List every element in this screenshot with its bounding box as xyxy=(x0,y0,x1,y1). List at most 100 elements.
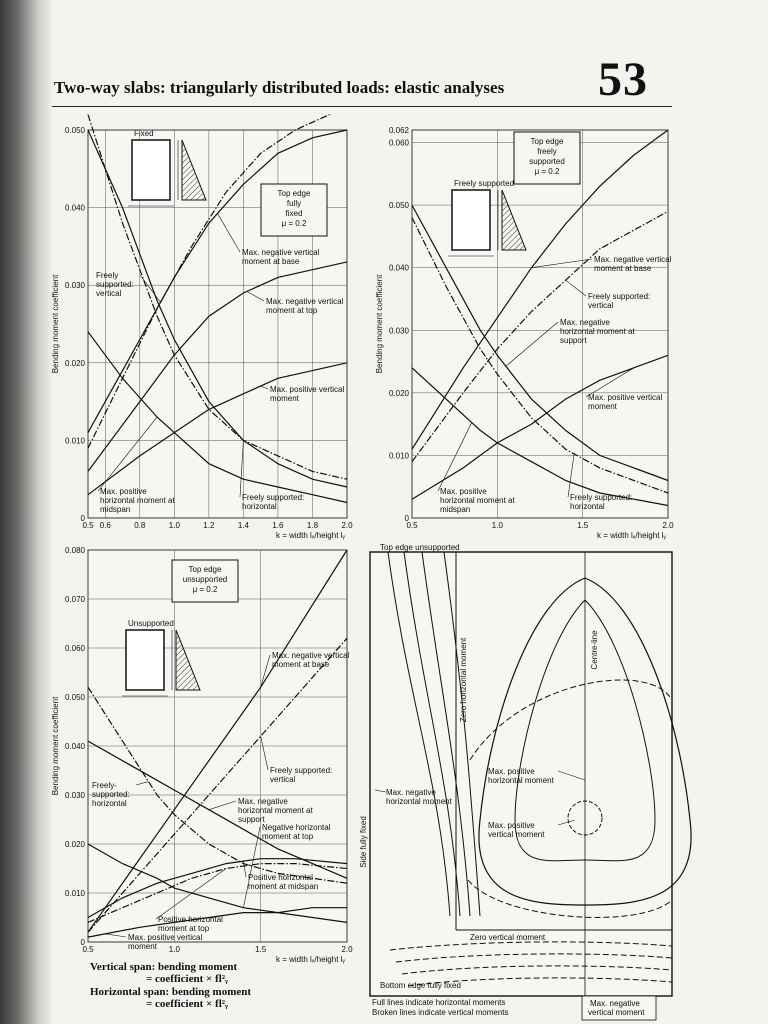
y-tick-label: 0.010 xyxy=(389,451,410,460)
series-line xyxy=(87,129,348,488)
series-label: Max. positive vertical xyxy=(128,933,202,942)
series-leader xyxy=(135,781,149,786)
y-tick-label: 0.030 xyxy=(389,326,410,335)
series-label: Max. negative xyxy=(238,797,288,806)
series-line xyxy=(87,362,348,496)
series-leader xyxy=(155,868,227,920)
series-line xyxy=(87,113,330,449)
positive-horizontal-moment-contour xyxy=(514,599,656,862)
series-line xyxy=(411,129,669,450)
y-tick-label: 0 xyxy=(405,514,410,523)
triangular-load-diagram xyxy=(175,629,201,691)
x-axis-label: k = width lₓ/height lᵧ xyxy=(276,531,345,540)
series-line xyxy=(411,354,669,500)
series-leader xyxy=(246,291,265,302)
series-line xyxy=(87,843,348,923)
contour-leader xyxy=(557,819,576,826)
series-leader xyxy=(239,440,244,498)
y-tick-label: 0.020 xyxy=(65,359,86,368)
y-tick-label: 0.040 xyxy=(389,264,410,273)
series-leader xyxy=(208,800,237,810)
inset-edge-label: Freely supported xyxy=(454,179,514,188)
x-tick-label: 1.0 xyxy=(492,521,504,530)
series-leader xyxy=(565,279,587,297)
page-number: 53 xyxy=(598,53,648,106)
series-label: horizontal xyxy=(242,502,277,511)
vertical-moment-contour xyxy=(389,941,673,951)
series-leader xyxy=(217,213,241,253)
series-label: horizontal xyxy=(92,799,127,808)
series-leader xyxy=(260,736,269,771)
x-tick-label: 1.0 xyxy=(169,521,181,530)
series-label: vertical xyxy=(96,289,122,298)
series-line xyxy=(411,367,669,507)
series-line xyxy=(87,549,348,933)
series-label: Freely supported: xyxy=(570,493,632,502)
series-label: moment xyxy=(128,942,158,951)
contour-label: Max. negative xyxy=(590,999,640,1008)
x-axis-label: k = width lₓ/height lᵧ xyxy=(276,955,345,964)
contour-label: Max. positive xyxy=(488,821,535,830)
y-tick-label: 0.030 xyxy=(65,791,86,800)
page-title: Two-way slabs: triangularly distributed … xyxy=(54,78,505,97)
series-label: Freely xyxy=(96,271,118,280)
horizontal-moment-contour xyxy=(421,551,471,917)
vertical-moment-contour xyxy=(401,965,673,975)
series-leader xyxy=(139,274,161,303)
series-label: Freely supported: xyxy=(270,766,332,775)
contour-note-broken-lines: Broken lines indicate vertical moments xyxy=(372,1008,509,1017)
condition-box xyxy=(513,131,581,185)
condition-box-label: supported xyxy=(529,157,565,166)
series-leader xyxy=(585,367,635,398)
horizontal-moment-contour xyxy=(403,551,461,917)
positive-horizontal-moment-contour xyxy=(478,577,692,906)
footer-horizontal-span: Horizontal span: bending moment = coeffi… xyxy=(90,986,251,1010)
condition-box xyxy=(171,559,239,603)
zero-horizontal-moment-label: Zero horizontal moment xyxy=(459,637,468,722)
vertical-moment-contour xyxy=(407,977,673,987)
condition-box-label: freely xyxy=(537,147,557,156)
horizontal-moment-contour xyxy=(387,551,451,917)
series-label: Freely supported: xyxy=(588,292,650,301)
centre-line-label: Centre-line xyxy=(590,630,599,670)
series-label: support xyxy=(238,815,265,824)
zero-vertical-moment-label: Zero vertical moment xyxy=(470,933,546,942)
series-line xyxy=(411,217,669,494)
series-line xyxy=(87,686,348,884)
x-tick-label: 2.0 xyxy=(341,521,353,530)
y-tick-label: 0.010 xyxy=(65,436,86,445)
series-label: vertical xyxy=(588,301,614,310)
series-label: horizontal xyxy=(570,502,605,511)
series-leader xyxy=(260,654,271,688)
y-tick-label: 0 xyxy=(81,514,86,523)
footer-vertical-span: Vertical span: bending moment = coeffici… xyxy=(90,961,237,985)
contour-label: Max. positive xyxy=(488,767,535,776)
y-tick-label: 0.060 xyxy=(389,139,410,148)
triangular-load-diagram xyxy=(501,189,527,251)
series-leader xyxy=(531,258,593,268)
y-tick-label: 0.040 xyxy=(65,742,86,751)
condition-box-label: μ = 0.2 xyxy=(535,167,560,176)
contour-leader xyxy=(374,789,387,793)
x-tick-label: 0.5 xyxy=(406,521,418,530)
series-label: moment at base xyxy=(594,264,652,273)
series-leader xyxy=(505,321,559,367)
x-tick-label: 1.6 xyxy=(272,521,284,530)
series-label: Max. positive xyxy=(440,487,487,496)
series-line xyxy=(411,204,669,482)
y-tick-label: 0.062 xyxy=(389,126,410,135)
contour-label: Max. negative xyxy=(386,788,436,797)
condition-box-label: fully xyxy=(287,199,301,208)
y-tick-label: 0.050 xyxy=(65,126,86,135)
x-tick-label: 1.5 xyxy=(255,945,267,954)
y-tick-label: 0 xyxy=(81,938,86,947)
y-tick-label: 0.010 xyxy=(65,889,86,898)
series-line xyxy=(87,261,348,472)
x-tick-label: 1.2 xyxy=(203,521,215,530)
x-tick-label: 2.0 xyxy=(662,521,674,530)
contour-note-full-lines: Full lines indicate horizontal moments xyxy=(372,998,506,1007)
x-tick-label: 2.0 xyxy=(341,945,353,954)
